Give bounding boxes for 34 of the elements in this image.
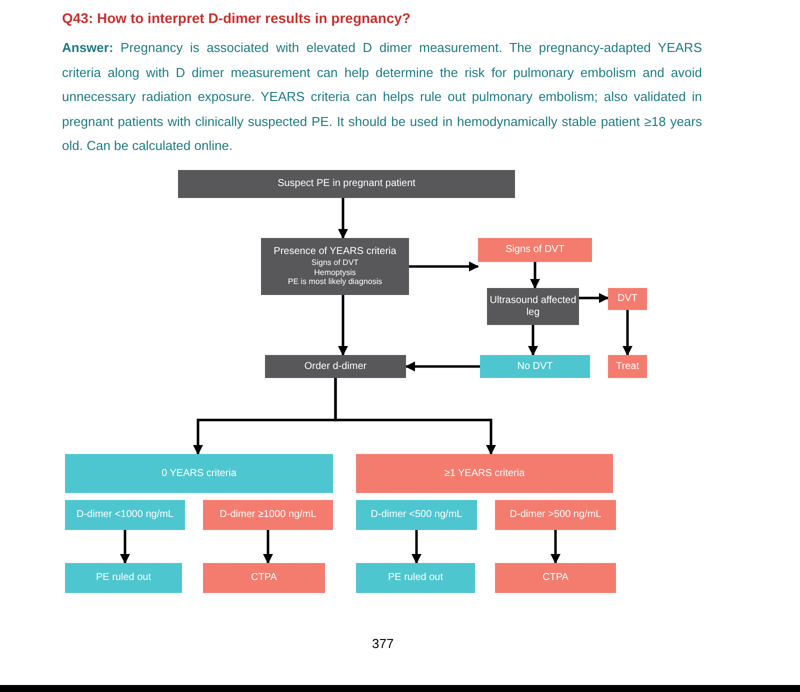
process-box: D-dimer ≥1000 ng/mL (203, 500, 333, 530)
page-number: 377 (372, 635, 394, 653)
process-box: Presence of YEARS criteria Signs of DVT Hemoptysis PE is most likely diagnosis (261, 238, 409, 295)
arrow (412, 530, 422, 564)
arrow (409, 262, 479, 272)
arrow (550, 530, 560, 564)
process-box: Treat (608, 355, 647, 378)
process-box: Signs of DVT (478, 238, 592, 262)
process-box: PE ruled out (356, 563, 475, 593)
process-box: No DVT (480, 355, 590, 378)
process-box: Order d-dimer (265, 355, 406, 378)
arrow (338, 295, 348, 356)
arrow (263, 530, 273, 564)
process-box: CTPA (203, 563, 325, 593)
process-box: Ultrasound affected leg (487, 288, 579, 325)
process-box: CTPA (495, 563, 616, 593)
answer-paragraph: Answer: Pregnancy is associated with elevated D dimer measurement. The pregnancy-adapted YEARS criteria along with D dimer measurement can help determine the risk for pulmonary embolism and avoid unnecessary radiation exposure. YEARS criteria can helps rule out pulmonary embolism; also validated in pregnant patients with clinically suspected PE. It should be used in hemodynamically stable patient ≥18 years old. Can be calculated online. (62, 39, 702, 155)
process-box: D-dimer <1000 ng/mL (65, 500, 185, 530)
arrow (338, 198, 348, 239)
process-box: ≥1 YEARS criteria (356, 454, 613, 493)
arrow (405, 362, 480, 372)
arrow (120, 530, 130, 564)
process-box: DVT (608, 288, 647, 310)
question-heading: Q43: How to interpret D-dimer results in pregnancy? (62, 9, 411, 28)
arrow (530, 262, 540, 289)
process-box: D-dimer >500 ng/mL (495, 500, 616, 530)
process-box: 0 YEARS criteria (65, 454, 333, 493)
process-box: Suspect PE in pregnant patient (178, 170, 515, 198)
arrow (622, 310, 632, 356)
arrow (579, 293, 609, 303)
process-box: D-dimer <500 ng/mL (356, 500, 477, 530)
arrow (334, 378, 496, 455)
process-box: PE ruled out (65, 563, 182, 593)
arrow (528, 325, 538, 356)
